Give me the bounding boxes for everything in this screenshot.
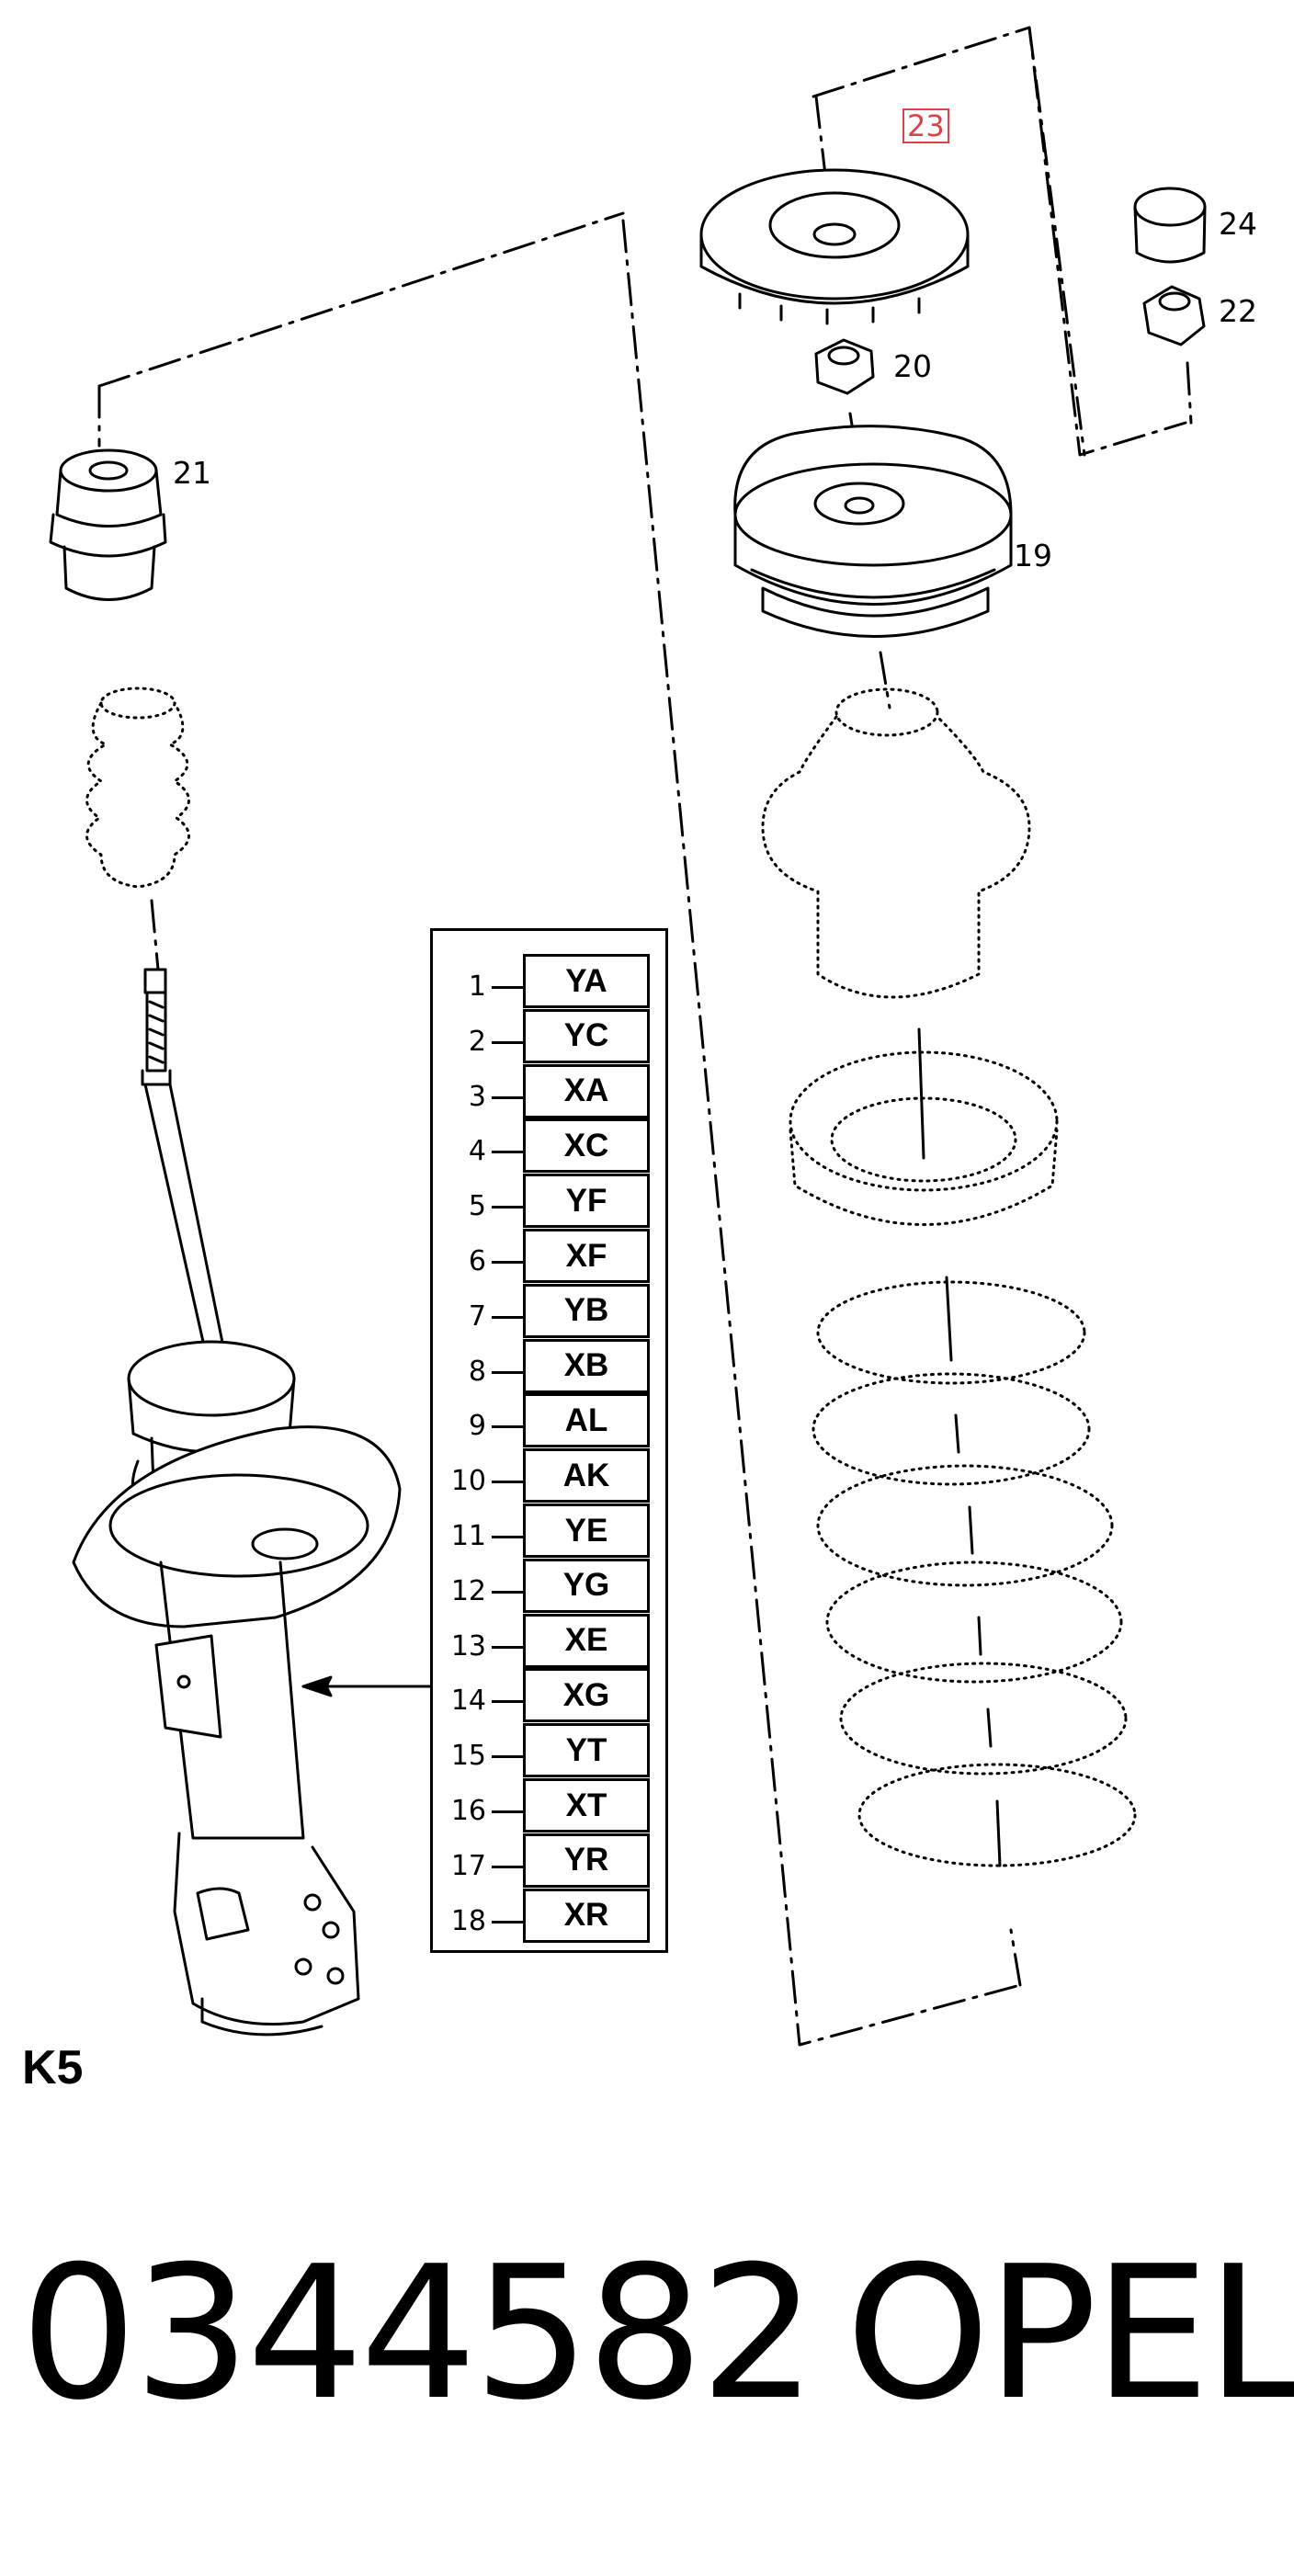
variant-code-cell[interactable]: YR [523, 1833, 650, 1888]
code-table-row: 10 AK [433, 1448, 665, 1504]
variant-code-cell[interactable]: XA [523, 1063, 650, 1118]
bump-stop-dotted [85, 687, 190, 889]
variant-code-cell[interactable]: YF [523, 1174, 650, 1229]
row-number: 8 [468, 1355, 486, 1388]
callout-20[interactable]: 20 [893, 348, 932, 384]
row-leader-tick [492, 1755, 523, 1759]
nut-20 [814, 338, 875, 395]
dust-boot-dotted [761, 687, 1031, 999]
spring-axis [917, 1027, 1002, 1867]
code-table-row: 8 XB [433, 1338, 665, 1393]
callout-23[interactable]: 23 [902, 108, 949, 143]
code-table-row: 11 YE [433, 1504, 665, 1558]
row-leader-tick [492, 1040, 523, 1044]
code-table-row: 16 XT [433, 1778, 665, 1833]
code-table-row: 6 XF [433, 1229, 665, 1283]
callout-24[interactable]: 24 [1219, 206, 1257, 242]
row-number: 12 [450, 1574, 486, 1607]
strut-bearing-19 [733, 425, 1013, 638]
callout-21[interactable]: 21 [173, 455, 211, 491]
row-number: 6 [468, 1245, 486, 1277]
row-leader-tick [492, 1536, 523, 1538]
variant-code-cell[interactable]: XR [523, 1888, 650, 1943]
code-table-row: 5 YF [433, 1174, 665, 1229]
callout-22[interactable]: 22 [1219, 293, 1257, 329]
nut-22 [1142, 285, 1206, 346]
code-table-row: 17 YR [433, 1833, 665, 1888]
variant-code-cell[interactable]: XF [523, 1229, 650, 1283]
row-leader-tick [492, 1315, 523, 1319]
row-leader-tick [492, 1370, 523, 1374]
row-leader-tick [492, 1206, 523, 1209]
row-leader-tick [492, 1481, 523, 1484]
row-leader-tick [492, 1645, 523, 1649]
shock-absorber [72, 968, 402, 2037]
row-number: 4 [468, 1135, 486, 1168]
variant-code-cell[interactable]: XB [523, 1338, 650, 1393]
row-leader-tick [492, 1590, 523, 1594]
row-number: 14 [450, 1685, 486, 1718]
row-number: 17 [450, 1849, 486, 1882]
row-leader-tick [492, 1810, 523, 1813]
row-leader-tick [492, 1920, 523, 1923]
row-leader-tick [492, 1095, 523, 1099]
row-leader-tick [492, 1425, 523, 1429]
brand-name: OPEL [846, 2227, 1294, 2441]
part-number: 0344582 [20, 2227, 817, 2441]
leader-frame-right [97, 26, 1187, 2047]
variant-code-cell[interactable]: YT [523, 1723, 650, 1778]
code-table-row: 12 YG [433, 1558, 665, 1613]
variant-code-cell[interactable]: YE [523, 1504, 650, 1558]
row-number: 15 [450, 1740, 486, 1773]
variant-code-cell[interactable]: AL [523, 1393, 650, 1448]
code-table-row: 18 XR [433, 1888, 665, 1943]
row-number: 1 [468, 970, 486, 1003]
code-table-row: 2 YC [433, 1008, 665, 1063]
row-number: 18 [450, 1904, 486, 1937]
variant-code-cell[interactable]: XC [523, 1118, 650, 1174]
row-number: 16 [450, 1795, 486, 1827]
row-number: 3 [468, 1080, 486, 1113]
row-leader-tick [492, 1700, 523, 1704]
cap-24 [1133, 187, 1207, 264]
code-table-row: 15 YT [433, 1723, 665, 1778]
row-leader-tick [492, 986, 523, 989]
code-table-row: 13 XE [433, 1613, 665, 1668]
bump-stop-cap-21 [49, 448, 167, 601]
code-table-row: 14 XG [433, 1668, 665, 1723]
code-table-row: 7 YB [433, 1283, 665, 1338]
variant-code-cell[interactable]: YB [523, 1283, 650, 1338]
variant-code-cell[interactable]: AK [523, 1448, 650, 1504]
row-number: 2 [468, 1025, 486, 1058]
code-table-row: 1 YA [433, 954, 665, 1008]
row-leader-tick [492, 1261, 523, 1264]
variant-code-cell[interactable]: XG [523, 1668, 650, 1723]
callout-19[interactable]: 19 [1014, 538, 1052, 573]
code-table-row: 4 XC [433, 1118, 665, 1174]
row-number: 10 [450, 1465, 486, 1498]
coil-spring-dotted [812, 1280, 1137, 1867]
row-number: 9 [468, 1410, 486, 1443]
row-number: 13 [450, 1629, 486, 1662]
pointer-arrow [301, 1675, 432, 1697]
code-table-row: 9 AL [433, 1393, 665, 1448]
variant-code-cell[interactable]: YC [523, 1008, 650, 1063]
variant-code-cell[interactable]: YA [523, 954, 650, 1008]
row-leader-tick [492, 1151, 523, 1154]
row-number: 11 [450, 1520, 486, 1552]
variant-code-cell[interactable]: YG [523, 1558, 650, 1613]
variant-code-cell[interactable]: XT [523, 1778, 650, 1833]
row-leader-tick [492, 1865, 523, 1868]
top-mount-plate [699, 168, 970, 325]
row-number: 7 [468, 1299, 486, 1333]
code-table-row: 3 XA [433, 1063, 665, 1118]
spring-pad-dotted [789, 1050, 1059, 1226]
row-number: 5 [468, 1190, 486, 1223]
axis-leaders [150, 95, 1193, 1987]
variant-label: K5 [22, 2041, 84, 2094]
variant-code-cell[interactable]: XE [523, 1613, 650, 1668]
